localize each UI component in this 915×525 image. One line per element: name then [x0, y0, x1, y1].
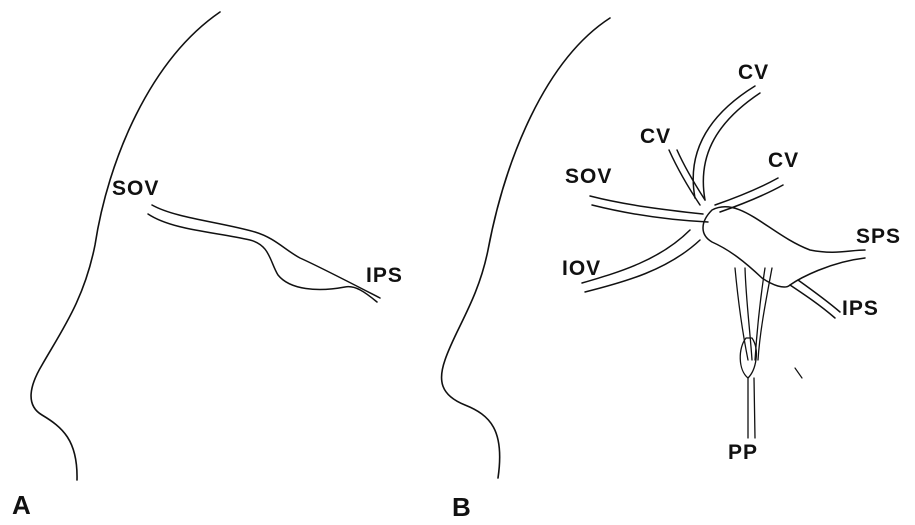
- label-b-cv-left: CV: [640, 126, 671, 147]
- label-b-cv-right: CV: [768, 150, 799, 171]
- label-a-sov: SOV: [112, 178, 159, 199]
- panel-b-pp-vessels: [735, 268, 772, 360]
- panel-b-pp-stalk: [748, 378, 755, 438]
- label-b-ips: IPS: [842, 298, 879, 319]
- label-b-sov: SOV: [565, 166, 612, 187]
- label-b-sps: SPS: [856, 226, 901, 247]
- panel-b-pp-bulb: [740, 338, 756, 378]
- panel-b-sinus-body: [703, 207, 865, 287]
- panel-a-face-profile: [31, 12, 220, 480]
- panel-b-stray-mark: [795, 368, 802, 378]
- panel-b-sov-vessel: [590, 196, 708, 222]
- label-b-pp: PP: [728, 442, 758, 463]
- panel-letter-a: A: [12, 492, 31, 518]
- panel-b-cv-top-vessel: [693, 86, 760, 200]
- panel-a-sinus-lower-wall: [148, 214, 377, 302]
- panel-b-face-profile: [442, 18, 610, 478]
- panel-b-cv-left-vessel: [669, 150, 705, 205]
- label-b-iov: IOV: [562, 258, 601, 279]
- panel-letter-b: B: [452, 494, 471, 520]
- label-b-cv-top: CV: [738, 62, 769, 83]
- label-a-ips: IPS: [366, 265, 403, 286]
- panel-b-ips-vessel: [790, 280, 840, 318]
